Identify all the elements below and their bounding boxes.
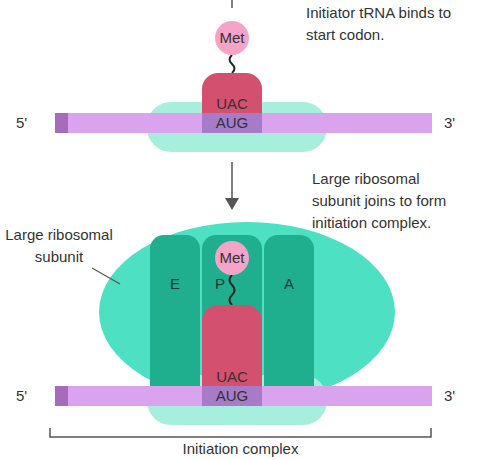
mrna-strand	[55, 386, 432, 406]
part-label: Large ribosomal subunit	[0, 224, 118, 268]
bracket-label: Initiation complex	[50, 438, 431, 460]
ribosome-site: E	[150, 235, 200, 386]
trna-body: UAC	[202, 305, 262, 386]
amino-acid-link	[230, 55, 235, 73]
end-label: 5'	[16, 112, 46, 134]
start-codon: AUG	[202, 386, 262, 406]
step-note: Large ribosomal subunit joins to form in…	[312, 168, 470, 234]
node-text: AUG	[216, 114, 249, 132]
ribosome-site: A	[264, 235, 314, 386]
step-arrow-head	[225, 198, 239, 210]
node-text: Met	[219, 249, 244, 267]
amino-acid-circle: Met	[215, 241, 249, 275]
step-note: Initiator tRNA binds to start codon.	[306, 2, 456, 46]
node-text: Met	[219, 29, 244, 47]
circle-shape	[215, 21, 249, 55]
start-codon: AUG	[202, 113, 262, 133]
circle-shape	[215, 241, 249, 275]
node-text: P	[215, 275, 225, 293]
leader-line	[92, 268, 120, 284]
mrna-cap	[55, 113, 68, 133]
mrna-cap	[55, 386, 68, 406]
mrna-strand	[55, 113, 432, 133]
previous-arrow-stub	[231, 0, 233, 8]
end-label: 3'	[444, 385, 474, 407]
node-text: E	[170, 275, 180, 293]
large-ribosomal-subunit	[99, 222, 395, 402]
node-text: AUG	[216, 387, 249, 405]
node-text: UAC	[216, 368, 248, 386]
trna-body: UAC	[202, 73, 262, 113]
node-text: A	[284, 275, 294, 293]
amino-acid-circle: Met	[215, 21, 249, 55]
bracket	[50, 428, 431, 437]
end-label: 3'	[444, 112, 474, 134]
end-label: 5'	[16, 385, 46, 407]
node-text: UAC	[216, 95, 248, 113]
step-arrow	[231, 162, 233, 200]
